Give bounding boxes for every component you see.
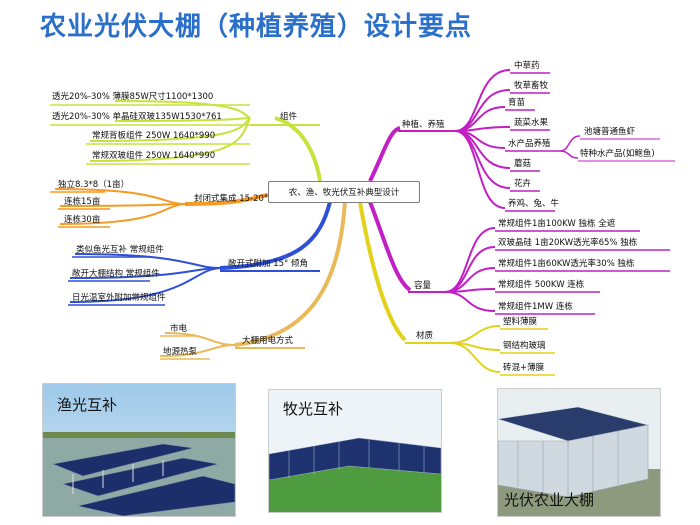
capacity-item: 常规组件1亩60KW透光率30% 独栋 [498, 259, 635, 269]
photo-greenhouse: 光伏农业大棚 [497, 388, 661, 517]
planting-item: 养鸡、兔、牛 [508, 199, 560, 209]
branch-line-open [219, 201, 332, 270]
open-item: 敞开大棚结构 常规组件 [72, 269, 160, 279]
photo-label-fishery: 渔光互补 [57, 396, 118, 414]
branch-line-closed [184, 193, 269, 206]
fishery-solar-illustration [43, 384, 235, 516]
capacity-item: 常规组件1MW 连栋 [498, 302, 573, 312]
branch-label-capacity: 容量 [414, 281, 432, 291]
photo-pasture-solar: 牧光互补 [268, 389, 442, 513]
branch-label-open: 敞开式附加 15° 倾角 [228, 259, 308, 269]
center-node: 农、渔、牧光伏互补典型设计 [268, 181, 420, 203]
component-item: 透光20%-30% 薄膜85W尺寸1100*1300 [52, 92, 214, 102]
branch-label-power: 大棚用电方式 [242, 336, 294, 346]
branch-label-components: 组件 [280, 112, 298, 122]
planting-item: 蘑菇 [514, 159, 532, 169]
material-item: 钢结构玻璃 [503, 341, 546, 351]
power-item: 市电 [170, 324, 188, 334]
pasture-solar-illustration [269, 390, 441, 512]
branch-label-closed: 封闭式集成 15-20° [194, 194, 269, 204]
planting-item: 育苗 [508, 98, 526, 108]
power-item: 地源热泵 [163, 347, 198, 357]
greenhouse-illustration [498, 389, 660, 516]
material-item: 塑料薄膜 [503, 317, 538, 327]
branch-line-capacity [368, 201, 412, 292]
planting-item: 牧草畜牧 [514, 81, 549, 91]
closed-item: 连栋30亩 [64, 215, 101, 225]
branch-label-planting: 种植、养殖 [402, 120, 445, 130]
planting-item: 中草药 [514, 61, 540, 71]
component-item: 常规双玻组件 250W 1640*990 [92, 151, 216, 161]
capacity-item: 常规组件1亩100KW 独栋 全遮 [498, 219, 616, 229]
open-item: 日光温室外附加常规组件 [72, 293, 166, 303]
branch-line-components [274, 116, 322, 182]
aquatic-item: 特种水产品(如鲍鱼) [580, 149, 655, 159]
open-item: 类似鱼光互补 常规组件 [76, 245, 164, 255]
planting-item: 蔬菜水果 [514, 118, 549, 128]
capacity-item: 常规组件 500KW 连栋 [498, 280, 585, 290]
planting-item: 花卉 [514, 179, 532, 189]
planting-item: 水产品养殖 [508, 139, 551, 149]
photo-label-pasture: 牧光互补 [283, 400, 344, 418]
closed-item: 独立8.3*8（1亩） [58, 180, 130, 190]
branch-line-planting [368, 126, 401, 182]
component-item: 常规背板组件 250W 1640*990 [92, 131, 216, 141]
page-title: 农业光伏大棚（种植养殖）设计要点 [40, 12, 473, 42]
branch-line-material [358, 201, 407, 342]
capacity-item: 双玻晶硅 1亩20KW透光率65% 独栋 [498, 238, 638, 248]
photo-fishery-solar: 渔光互补 [42, 383, 236, 517]
component-item: 透光20%-30% 单晶硅双玻135W1530*761 [52, 112, 222, 122]
aquatic-item: 池塘普通鱼虾 [584, 127, 636, 137]
material-item: 砖混+薄膜 [503, 363, 545, 373]
branch-line-power [234, 201, 347, 347]
photo-label-greenhouse: 光伏农业大棚 [504, 491, 595, 509]
branch-label-material: 材质 [416, 331, 434, 341]
closed-item: 连栋15亩 [64, 197, 101, 207]
